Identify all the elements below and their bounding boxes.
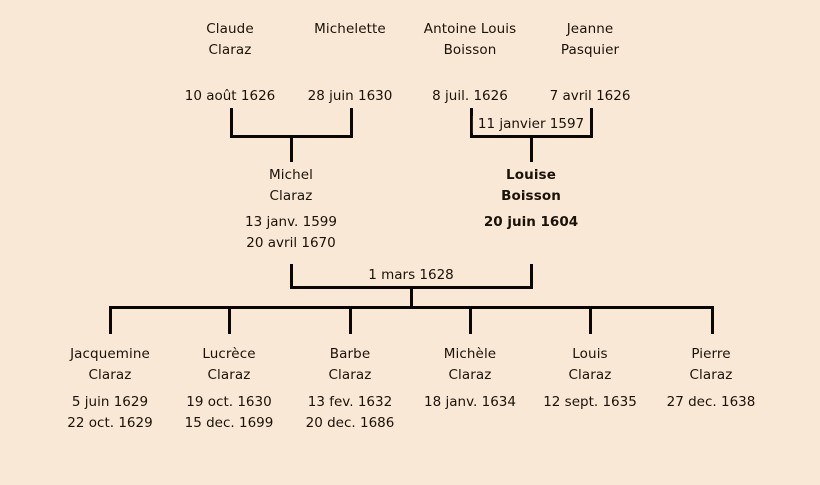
birth-date: 18 janv. 1634 <box>424 394 516 410</box>
person-given-name: Lucrèce <box>202 346 256 362</box>
birth-date: 28 juin 1630 <box>307 88 393 104</box>
birth-date: 27 dec. 1638 <box>666 394 756 410</box>
person-surname: Boisson <box>501 188 561 204</box>
birth-date: 13 janv. 1599 <box>245 214 337 230</box>
person-given-name: Louis <box>572 346 608 362</box>
birth-date: 8 juil. 1626 <box>432 88 508 104</box>
child-drop-5 <box>711 306 714 334</box>
death-date: 20 avril 1670 <box>246 235 336 251</box>
birth-date: 20 juin 1604 <box>483 214 579 230</box>
person-given-name: Louise <box>506 167 556 183</box>
death-date: 22 oct. 1629 <box>67 415 153 431</box>
person-g3-0: Jacquemine Claraz <box>70 343 150 385</box>
person-g1-2: Antoine Louis Boisson <box>424 18 516 60</box>
person-surname: Pasquier <box>560 42 620 58</box>
person-g1-1: Michelette <box>314 18 386 39</box>
birth-date: 5 juin 1629 <box>71 394 149 410</box>
person-dates-g3-3: 18 janv. 1634 <box>424 392 516 413</box>
child-drop-2 <box>349 306 352 334</box>
child-drop-0 <box>109 306 112 334</box>
person-g2-0: Michel Claraz <box>269 164 313 206</box>
marriage-descent-stem <box>410 286 413 307</box>
person-dates-g1-1: 28 juin 1630 <box>308 86 393 107</box>
birth-date: 12 sept. 1635 <box>543 394 637 410</box>
person-g1-3: Jeanne Pasquier <box>561 18 619 60</box>
birth-date: 19 oct. 1630 <box>186 394 272 410</box>
person-dates-g2-0: 13 janv. 1599 20 avril 1670 <box>245 212 337 254</box>
person-given-name: Pierre <box>691 346 731 362</box>
person-g3-5: Pierre Claraz <box>690 343 733 385</box>
person-g3-1: Lucrèce Claraz <box>202 343 255 385</box>
person-surname: Boisson <box>443 42 497 58</box>
death-date: 15 dec. 1699 <box>184 415 274 431</box>
person-dates-g3-5: 27 dec. 1638 <box>667 392 756 413</box>
person-surname: Claraz <box>689 367 733 383</box>
marriage-right-stem <box>530 264 533 289</box>
union-1-descent-stem <box>290 135 293 162</box>
person-g3-2: Barbe Claraz <box>329 343 372 385</box>
person-dates-g3-1: 19 oct. 1630 15 dec. 1699 <box>185 392 274 434</box>
person-given-name: Jeanne <box>566 21 614 37</box>
birth-date: 10 août 1626 <box>184 88 276 104</box>
person-dates-g1-0: 10 août 1626 <box>185 86 276 107</box>
person-dates-g1-2: 8 juil. 1626 <box>432 86 508 107</box>
death-date: 20 dec. 1686 <box>305 415 395 431</box>
person-g3-4: Louis Claraz <box>569 343 612 385</box>
union-1-right-stem <box>350 108 353 138</box>
union-2-descent-stem <box>530 135 533 162</box>
person-given-name: Michelette <box>314 21 386 37</box>
person-surname: Claraz <box>448 367 492 383</box>
union-2-left-stem <box>470 108 473 138</box>
person-surname: Claraz <box>88 367 132 383</box>
child-drop-3 <box>469 306 472 334</box>
person-given-name: Michèle <box>443 346 497 362</box>
person-dates-g3-0: 5 juin 1629 22 oct. 1629 <box>67 392 152 434</box>
child-drop-1 <box>228 306 231 334</box>
person-given-name: Jacquemine <box>70 346 150 362</box>
sibling-crossbar <box>109 306 714 309</box>
person-given-name: Michel <box>268 167 314 183</box>
person-dates-g2-1: 20 juin 1604 <box>484 212 578 233</box>
person-surname: Claraz <box>208 42 252 58</box>
person-given-name: Antoine Louis <box>423 21 517 37</box>
union-1-left-stem <box>230 108 233 138</box>
birth-date: 7 avril 1626 <box>549 88 631 104</box>
union-2-marriage-date: 11 janvier 1597 <box>472 116 590 133</box>
person-given-name: Barbe <box>329 346 371 362</box>
person-dates-g1-3: 7 avril 1626 <box>550 86 631 107</box>
person-given-name: Claude <box>206 21 254 37</box>
person-surname: Claraz <box>207 367 251 383</box>
person-dates-g3-4: 12 sept. 1635 <box>543 392 637 413</box>
person-surname: Claraz <box>568 367 612 383</box>
marriage-date-label: 1 mars 1628 <box>363 267 459 284</box>
birth-date: 13 fev. 1632 <box>307 394 393 410</box>
person-dates-g3-2: 13 fev. 1632 20 dec. 1686 <box>306 392 395 434</box>
person-surname: Claraz <box>328 367 372 383</box>
union-2-right-stem <box>590 108 593 138</box>
child-drop-4 <box>589 306 592 334</box>
person-surname: Claraz <box>269 188 313 204</box>
person-g1-0: Claude Claraz <box>206 18 253 60</box>
person-g2-1: Louise Boisson <box>501 164 561 206</box>
person-g3-3: Michèle Claraz <box>444 343 496 385</box>
marriage-left-stem <box>290 264 293 289</box>
